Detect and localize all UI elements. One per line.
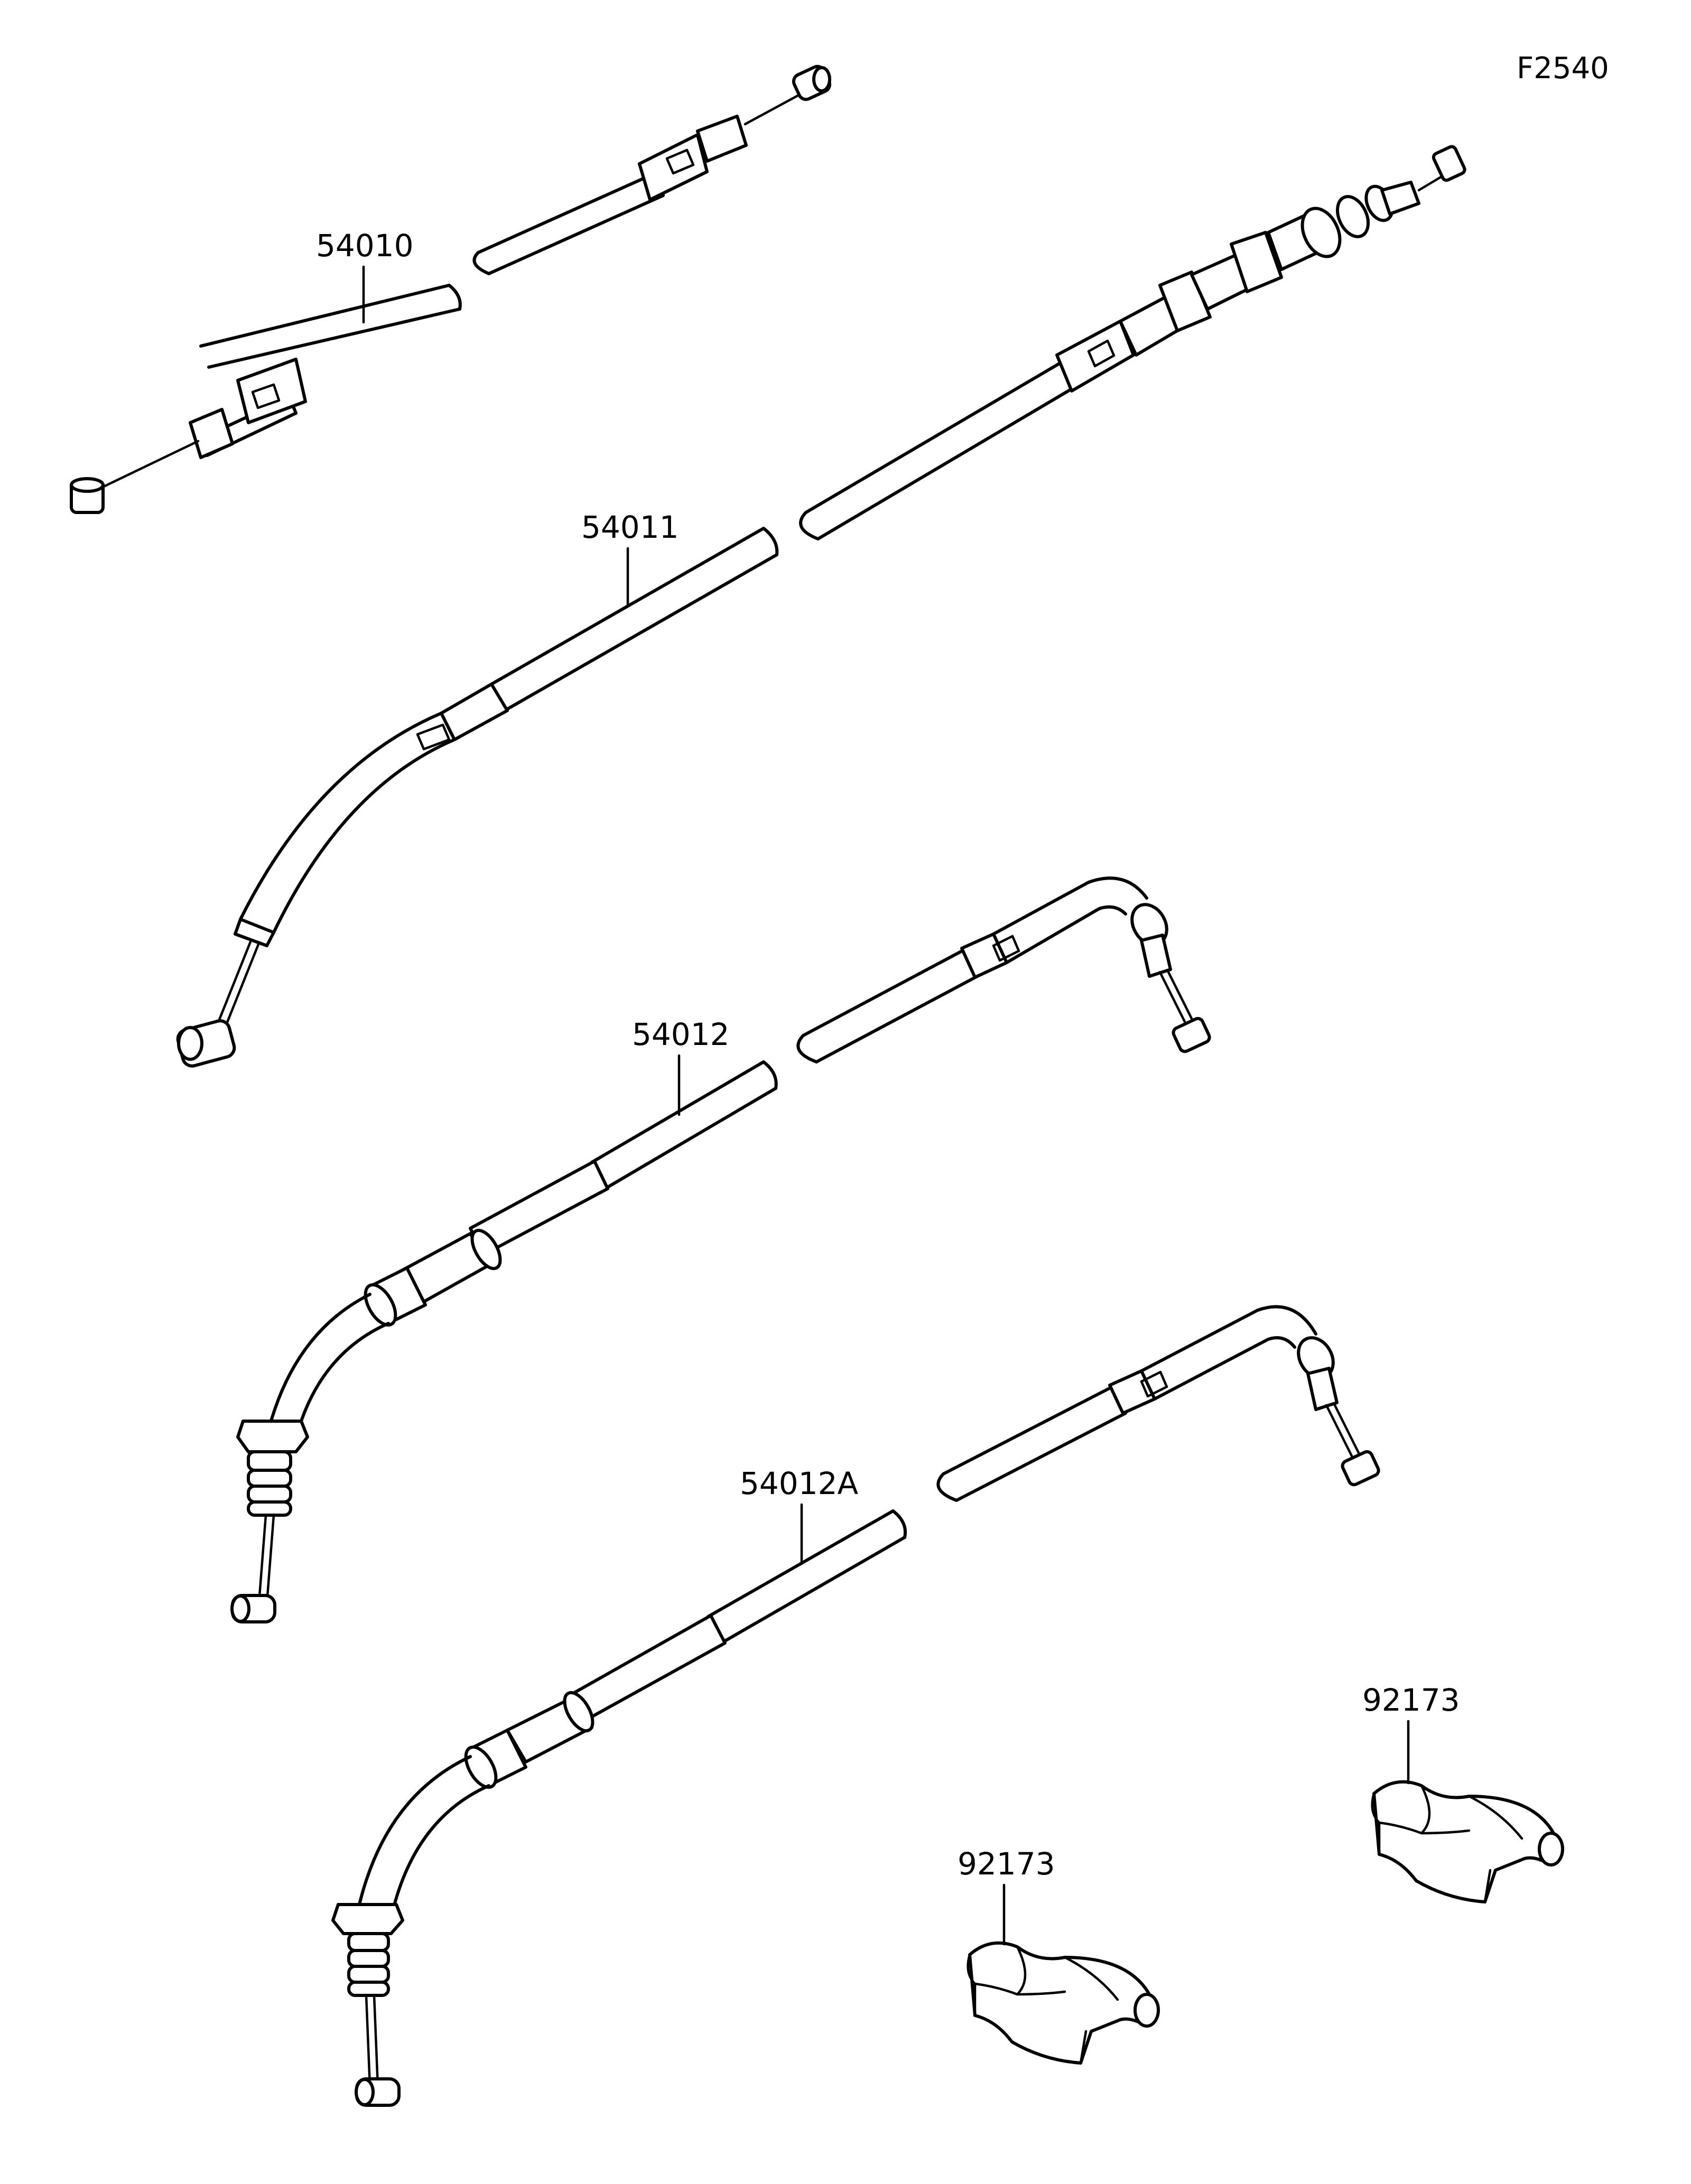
clamp-92173-right: [1371, 1780, 1564, 1903]
callout-label-54012: 54012: [632, 1016, 730, 1052]
callout-label-92173-left: 92173: [958, 1846, 1055, 1882]
cable-54011: [176, 145, 1466, 1068]
callout-label-92173-right: 92173: [1362, 1682, 1460, 1718]
figure-code: F2540: [1517, 51, 1609, 86]
cable-54010: [70, 64, 832, 514]
clamp-92173-left: [967, 1941, 1160, 2065]
callout-label-54012A: 54012A: [740, 1466, 859, 1501]
callout-label-54010: 54010: [316, 228, 414, 264]
callout-label-54011: 54011: [581, 509, 679, 545]
cable-54012: [230, 876, 1211, 1623]
cable-54012A: [331, 1305, 1380, 2107]
